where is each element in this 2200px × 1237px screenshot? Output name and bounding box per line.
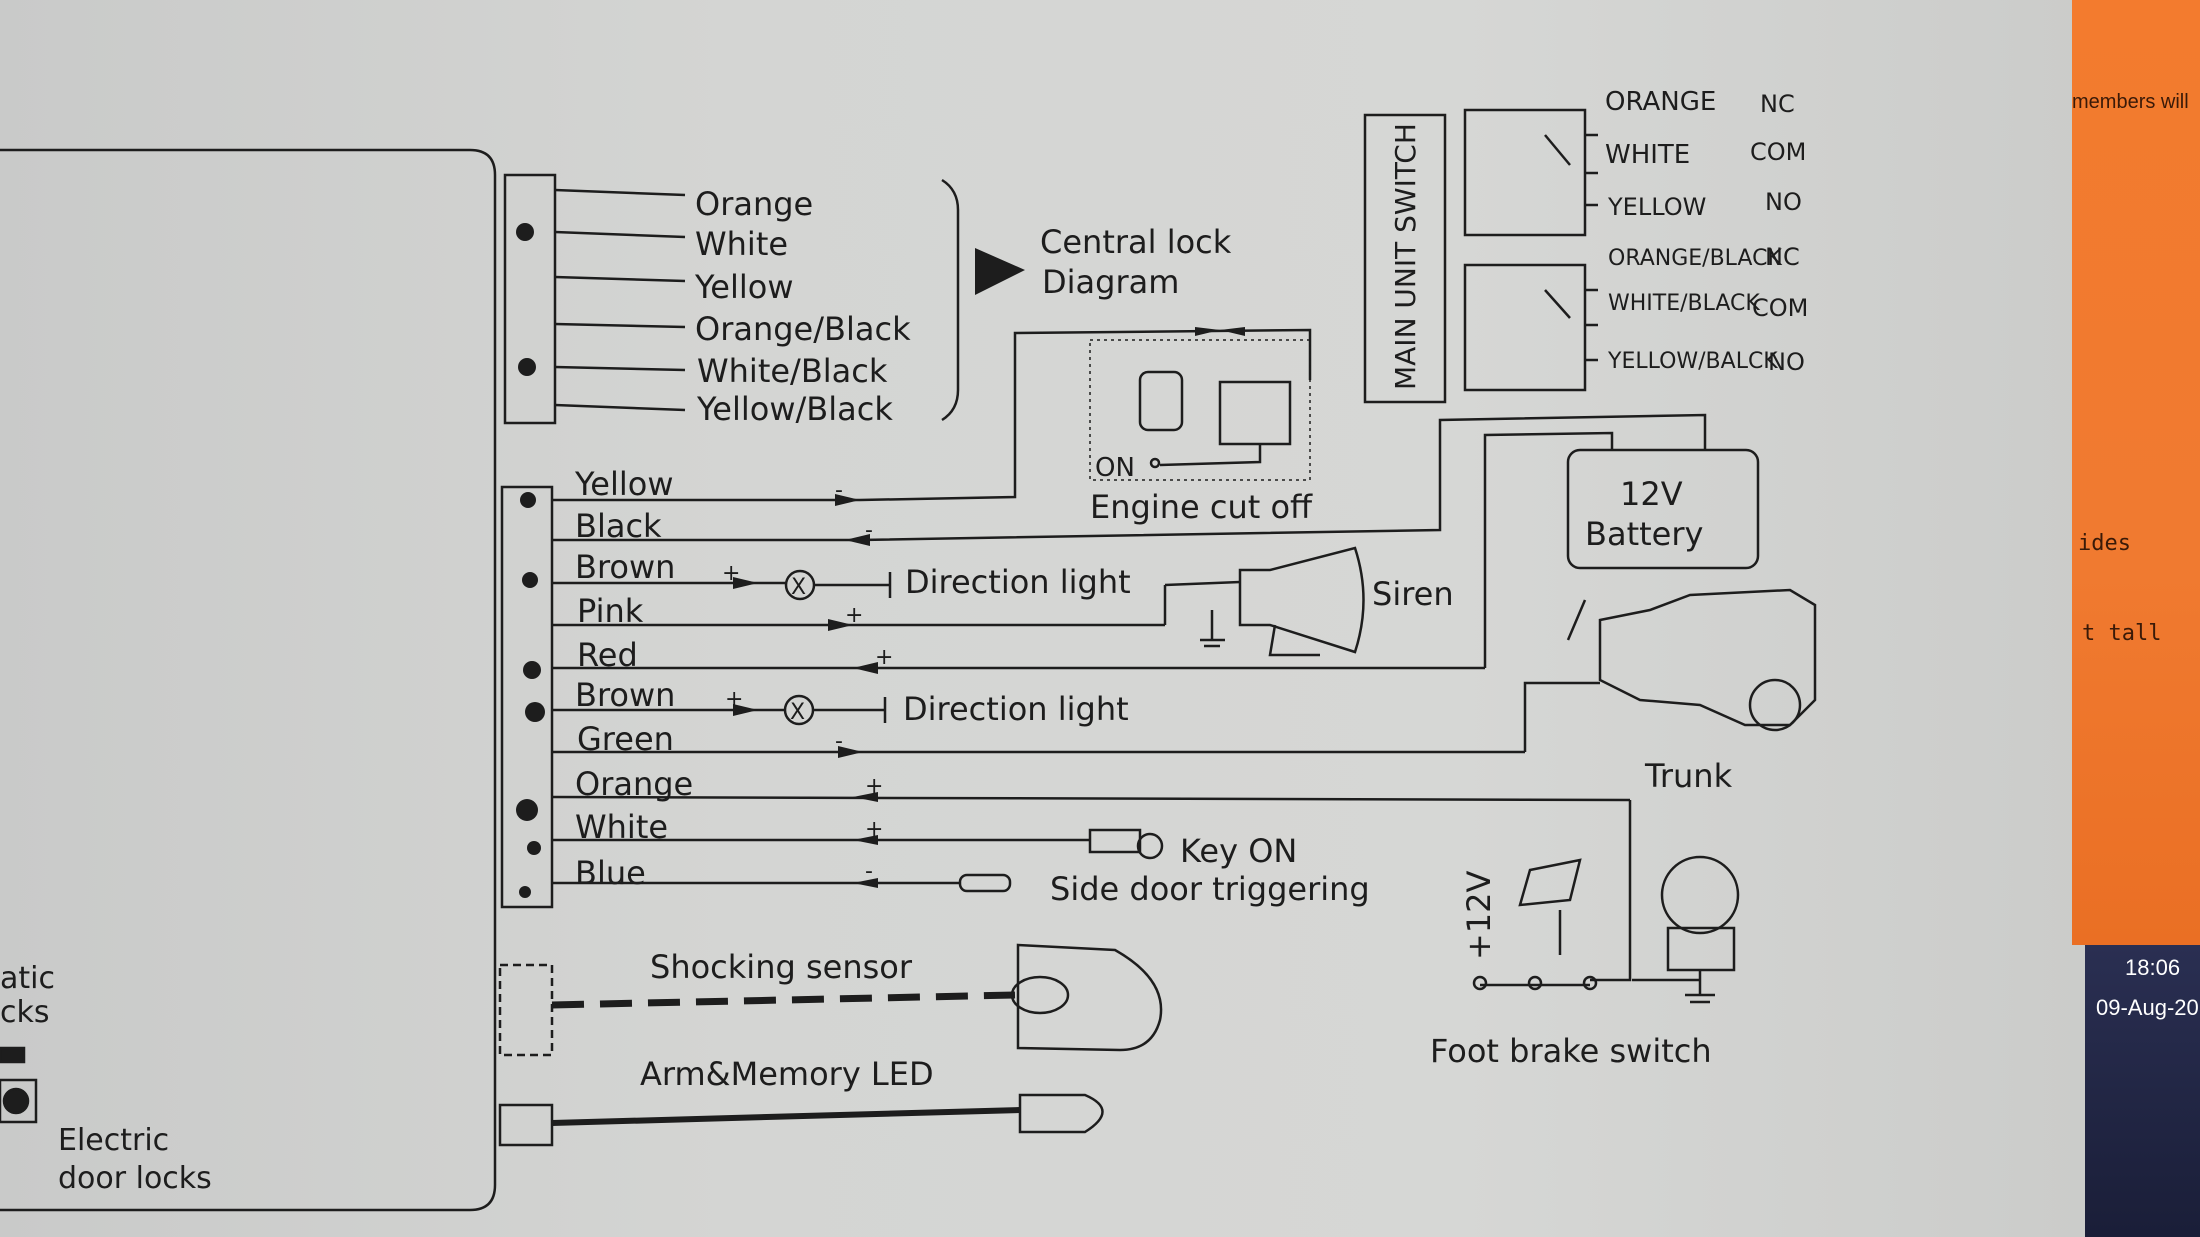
polarity-mark: - (865, 518, 873, 543)
relay-contact-label: NO (1765, 188, 1802, 216)
lamp-x-label: X (790, 700, 805, 725)
central-lock-arrow-icon (975, 248, 1025, 295)
relay-contact-label: NO (1768, 348, 1805, 376)
left-unit-box (0, 148, 497, 1212)
main-wire-label: Orange (575, 765, 693, 803)
polarity-mark: - (835, 478, 843, 503)
main-wire-label: Black (575, 507, 662, 545)
electric-door-locks-label: Electric (58, 1123, 169, 1158)
polarity-mark: + (725, 687, 743, 712)
led-icon (1018, 1093, 1104, 1134)
orange-screen-background (2072, 0, 2200, 945)
main-wire-label: White (575, 808, 668, 846)
main-wire-label: Brown (575, 548, 675, 586)
battery-box (1566, 448, 1760, 570)
relay-wire-label: ORANGE/BLACK (1608, 246, 1782, 271)
trunk-car-icon (1598, 588, 1817, 727)
relay-contact-label: COM (1752, 294, 1808, 322)
central-wire-label: White (695, 225, 788, 263)
central-lock-label: Diagram (1042, 263, 1179, 301)
main-wire-label: Yellow (574, 465, 674, 503)
orange-panel-text: t tall (2082, 621, 2161, 646)
siren-label: Siren (1372, 575, 1454, 613)
relay-contact-label: COM (1750, 138, 1806, 166)
polarity-mark: - (865, 859, 873, 884)
polarity-mark: + (865, 774, 883, 799)
taskbar-date: 09-Aug-20 (2096, 995, 2199, 1020)
lamp-x-label: X (791, 575, 806, 600)
orange-panel-text: members will (2072, 91, 2189, 113)
battery-label: 12V (1620, 475, 1683, 513)
main-wire-label: Green (577, 720, 674, 758)
central-wire-label: White/Black (697, 352, 888, 390)
plus-12v-label: +12V (1460, 870, 1498, 960)
manual-page (0, 0, 2085, 1237)
relay-wire-label: ORANGE (1605, 87, 1716, 117)
relay-contact-label: NC (1760, 90, 1795, 118)
polarity-mark: + (875, 645, 893, 670)
engine-on-label: ON (1095, 453, 1135, 483)
foot-brake-label: Foot brake switch (1430, 1032, 1712, 1070)
main-unit-switch-box (1363, 113, 1447, 404)
central-wire-label: Orange (695, 185, 813, 223)
left-partial-label: atic (0, 961, 55, 996)
central-wire-label: Yellow (694, 268, 794, 306)
relay-wire-label: WHITE (1605, 140, 1690, 170)
side-door-label: Side door triggering (1050, 870, 1370, 908)
electric-door-locks-label: door locks (58, 1161, 212, 1196)
main-unit-switch-label: MAIN UNIT SWITCH (1389, 123, 1422, 390)
central-lock-label: Central lock (1040, 223, 1232, 261)
polarity-mark: + (845, 603, 863, 628)
direction-light-label: Direction light (903, 690, 1129, 728)
main-connector (500, 485, 554, 909)
central-lock-connector (503, 173, 557, 425)
shocking-sensor-label: Shocking sensor (650, 948, 913, 986)
relay-wire-label: WHITE/BLACK (1608, 291, 1760, 316)
central-wire-label: Orange/Black (695, 310, 911, 348)
polarity-mark: - (835, 729, 843, 754)
taskbar (2085, 945, 2200, 1237)
relay-wire-label: YELLOW (1607, 193, 1706, 221)
relay-wire-label: YELLOW/BALCK (1607, 349, 1778, 374)
trunk-label: Trunk (1644, 757, 1733, 795)
engine-cut-off-label: Engine cut off (1090, 488, 1313, 526)
main-wire-label: Brown (575, 676, 675, 714)
key-on-label: Key ON (1180, 832, 1297, 870)
main-wire-label: Red (577, 636, 638, 674)
arm-memory-led-label: Arm&Memory LED (640, 1055, 934, 1093)
left-partial-label: cks (0, 995, 50, 1030)
orange-panel-text: ides (2078, 531, 2131, 556)
shocking-sensor-icon (1016, 943, 1163, 1052)
central-wire-label: Yellow/Black (696, 390, 893, 428)
polarity-mark: + (722, 561, 740, 586)
relay-contact-label: NC (1765, 243, 1800, 271)
siren-icon (1238, 546, 1365, 654)
direction-light-label: Direction light (905, 563, 1131, 601)
engine-cut-off-box (1089, 339, 1311, 481)
battery-label: Battery (1585, 515, 1703, 553)
taskbar-time: 18:06 (2125, 955, 2180, 980)
main-wire-label: Pink (577, 592, 644, 630)
main-wire-label: Blue (575, 854, 646, 892)
polarity-mark: + (865, 817, 883, 842)
